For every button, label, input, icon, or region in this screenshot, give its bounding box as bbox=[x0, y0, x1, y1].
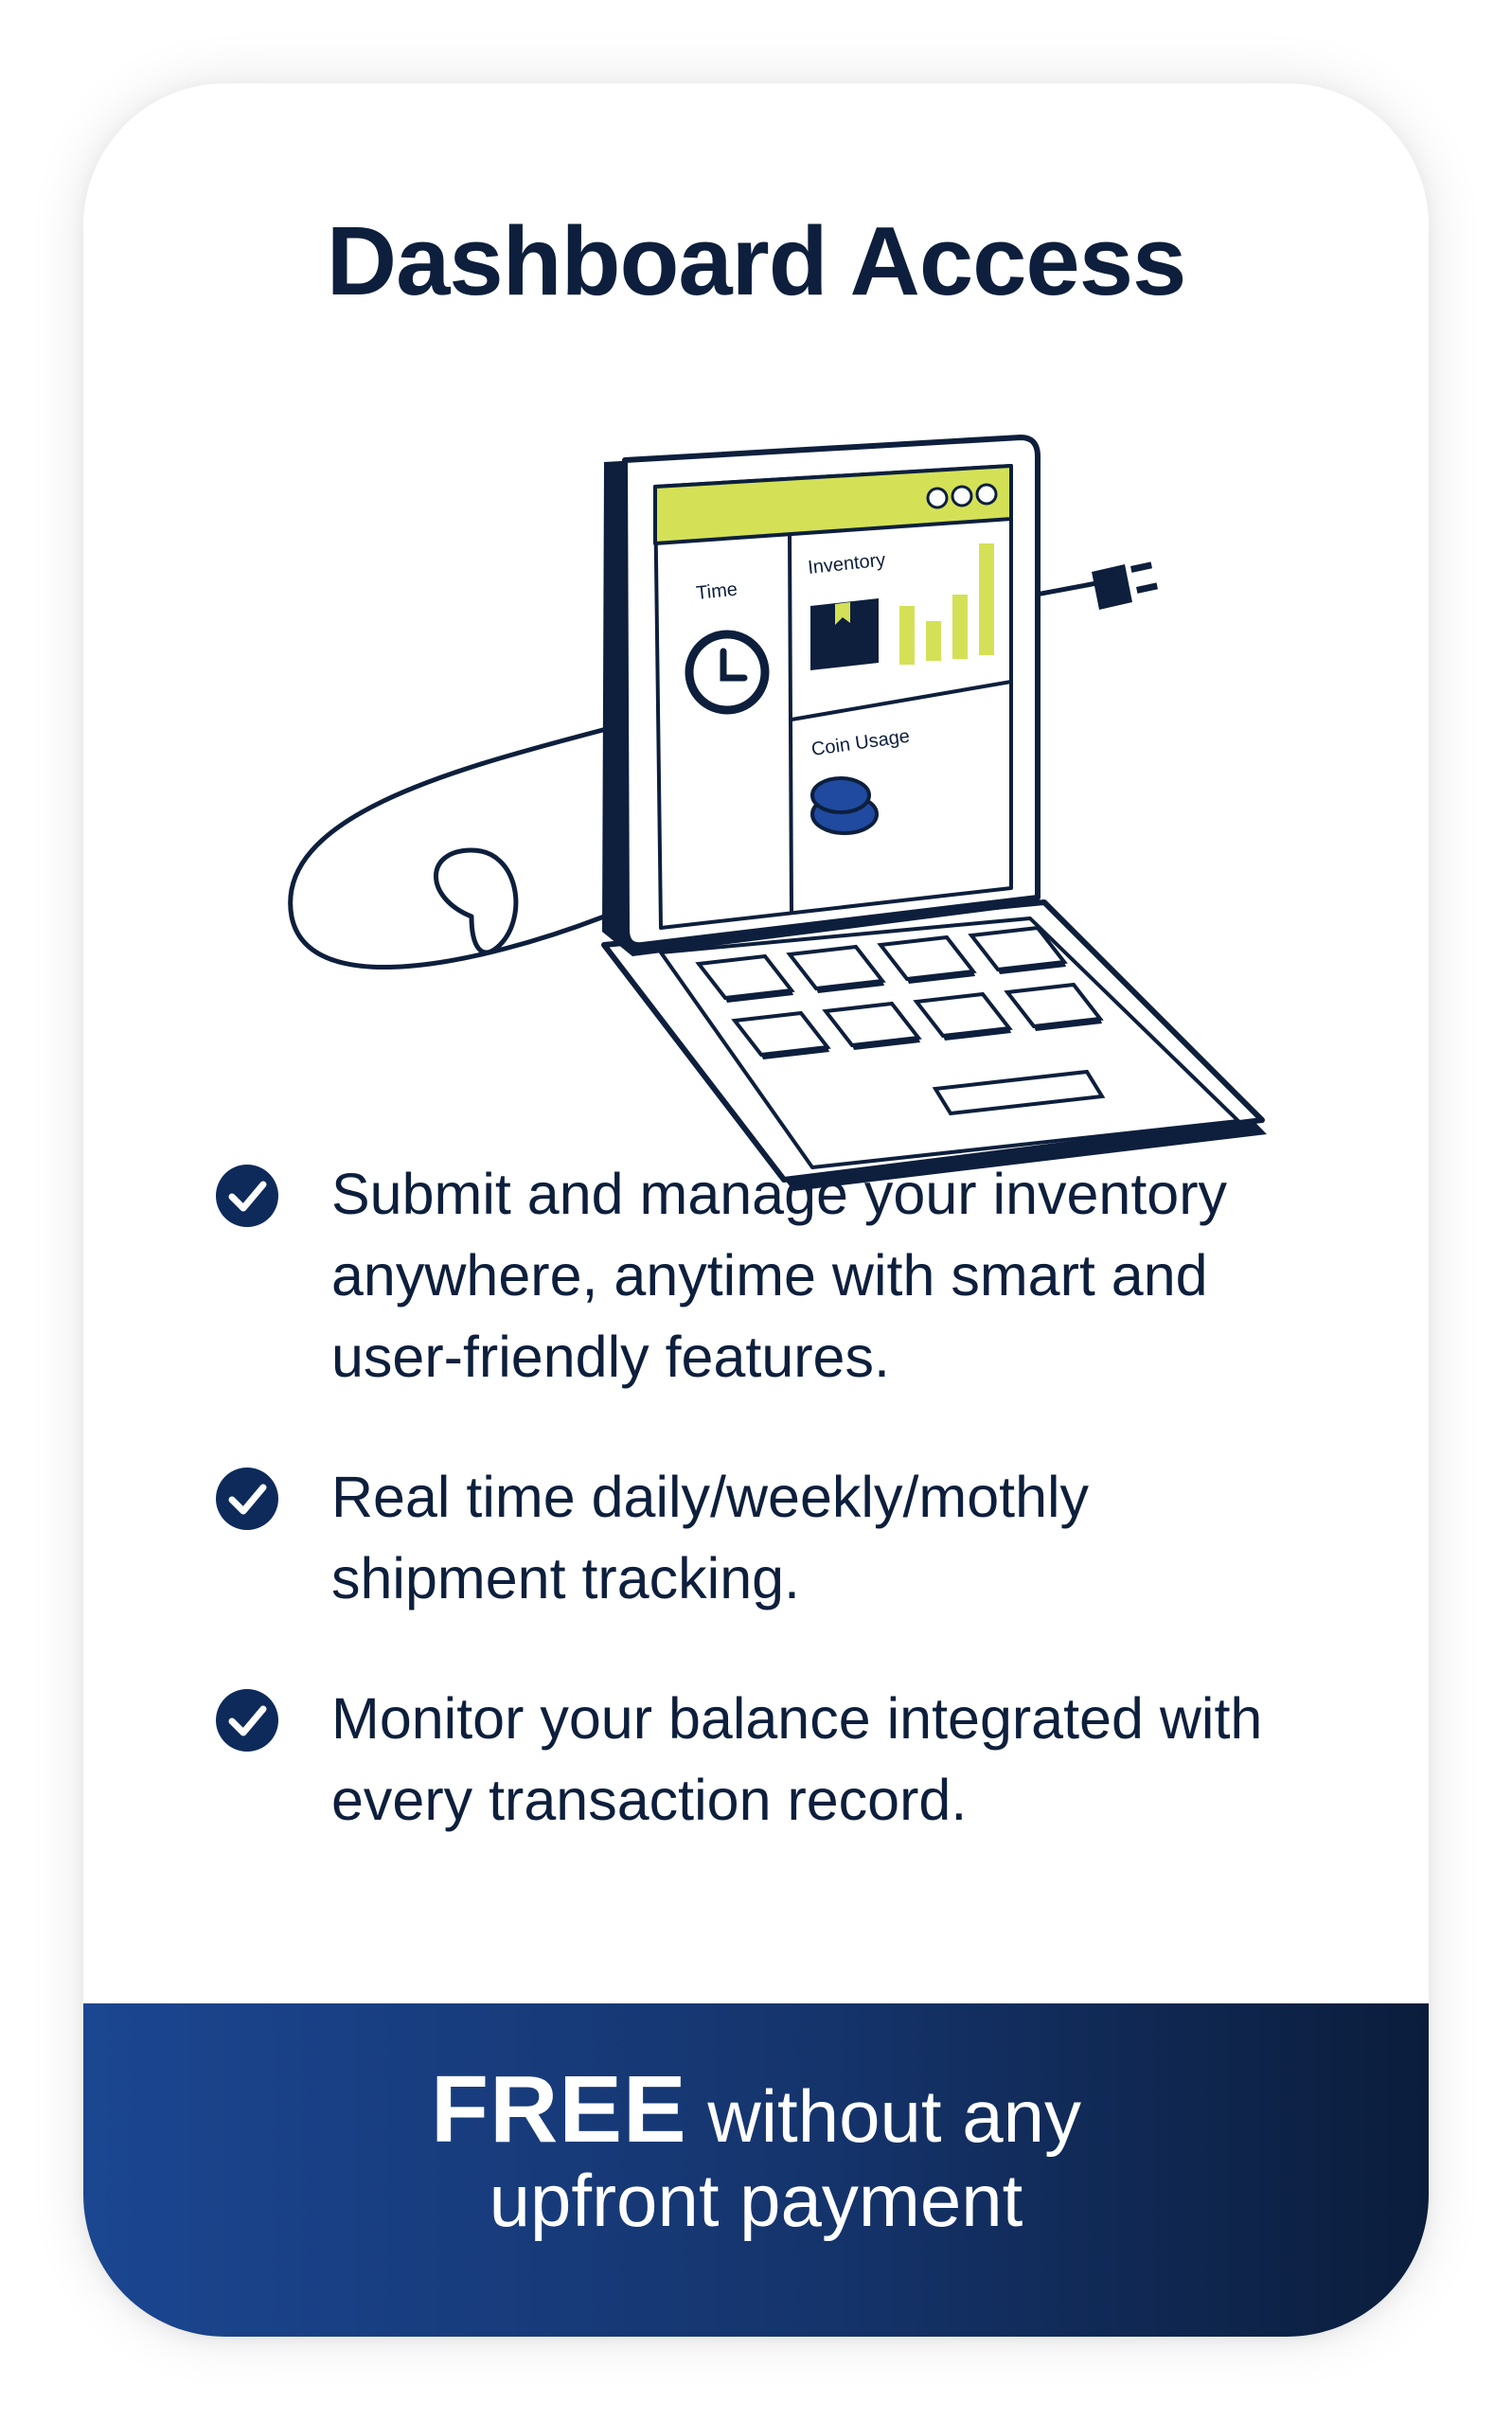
feature-text: Submit and manage your inventory anywher… bbox=[331, 1162, 1228, 1389]
check-circle-icon bbox=[216, 1689, 278, 1752]
time-panel-label: Time bbox=[695, 579, 738, 604]
laptop-keyboard-base bbox=[601, 899, 1267, 1191]
bar-chart-icon bbox=[899, 543, 994, 665]
laptop-dashboard-illustration: Time Inventory Coin Us bbox=[288, 435, 1267, 1191]
check-circle-icon bbox=[216, 1468, 278, 1530]
pricing-banner: FREE without any upfront payment bbox=[83, 2003, 1429, 2337]
banner-headline-rest: without any bbox=[686, 2074, 1081, 2158]
plug-icon bbox=[1092, 561, 1158, 610]
card-title: Dashboard Access bbox=[326, 206, 1187, 315]
coins-icon bbox=[810, 776, 879, 835]
list-item: Real time daily/weekly/mothly shipment t… bbox=[216, 1456, 1352, 1619]
box-icon bbox=[810, 598, 879, 670]
free-label: FREE bbox=[431, 2056, 687, 2162]
feature-list: Submit and manage your inventory anywher… bbox=[216, 1153, 1352, 1899]
banner-subline: upfront payment bbox=[489, 2159, 1023, 2242]
list-item: Submit and manage your inventory anywher… bbox=[216, 1153, 1352, 1397]
feature-text: Real time daily/weekly/mothly shipment t… bbox=[331, 1465, 1090, 1610]
list-item: Monitor your balance integrated with eve… bbox=[216, 1678, 1352, 1841]
feature-card: Dashboard Access bbox=[83, 83, 1429, 2337]
clock-icon bbox=[685, 630, 770, 715]
laptop-screen: Time Inventory Coin Us bbox=[602, 435, 1041, 956]
check-circle-icon bbox=[216, 1165, 278, 1227]
banner-headline: FREE without any bbox=[83, 2062, 1429, 2163]
feature-text: Monitor your balance integrated with eve… bbox=[331, 1686, 1263, 1832]
